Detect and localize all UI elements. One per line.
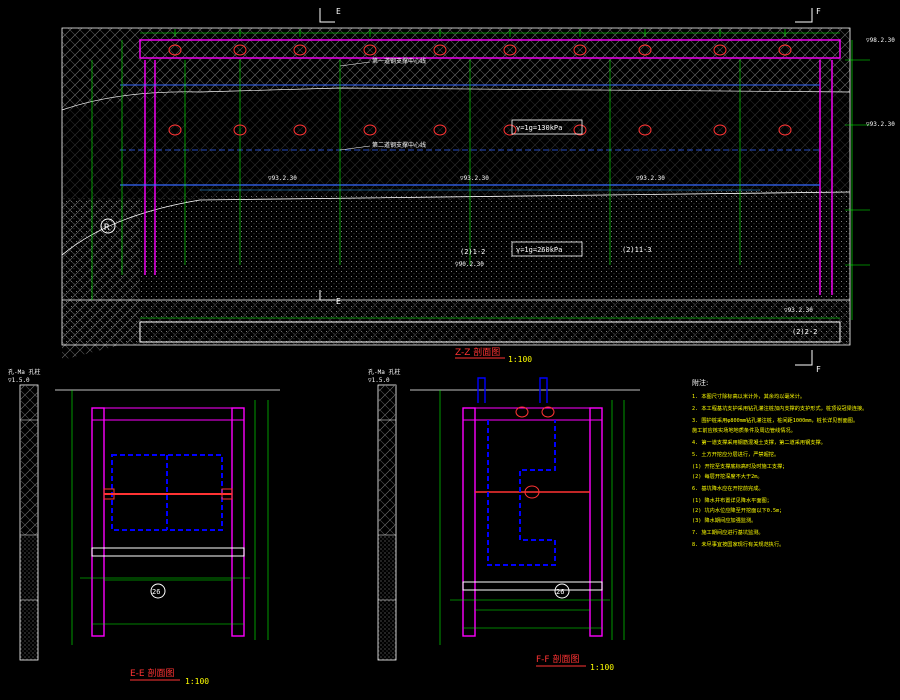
fill-soil-upper — [62, 28, 850, 110]
cut-label-e-bottom: E — [336, 297, 341, 306]
note-2: 2. 本工程基坑支护采用钻孔灌注桩加内支撑的支护形式，桩顶设冠梁连接。 — [692, 404, 867, 412]
note-12: (3) 降水期间应加强监测。 — [692, 516, 756, 524]
note-5: 4. 第一道支撑采用钢筋混凝土支撑，第二道采用钢支撑。 — [692, 438, 826, 446]
e-section-scale: 1:100 — [185, 677, 209, 686]
note-11: (2) 坑内水位应降至开挖面以下0.5m； — [692, 506, 784, 514]
cut-line-f — [795, 8, 813, 366]
main-section-title: Z-Z 剖面图 — [455, 346, 500, 358]
note-3: 3. 围护桩采用φ800mm钻孔灌注桩，桩间距1000mm，桩长详见剖面图。 — [692, 416, 858, 424]
section-e-e: 26 E-E 剖面图 1:100 — [55, 389, 280, 686]
bottom-slab — [139, 321, 841, 343]
notes-heading: 附注: — [692, 378, 708, 387]
e-section-title: E-E 剖面图 — [130, 667, 174, 679]
bore2-sub: ▽1.5.0 — [368, 377, 390, 384]
strut-note-1: 第一道钢支撑中心线 — [372, 57, 426, 65]
note-1: 1. 本图尺寸除标高以米计外，其余均以毫米计。 — [692, 392, 805, 400]
main-section-scale: 1:100 — [508, 355, 532, 364]
f-section-scale: 1:100 — [590, 663, 614, 672]
bore1-header: 孔-Ma 孔柱 — [8, 368, 40, 376]
elevation-2: ▽93.2.30 — [866, 121, 895, 128]
e-section-marker: 26 — [152, 588, 160, 596]
retaining-wall-main — [139, 39, 841, 59]
cut-label-e-top: E — [336, 7, 341, 16]
soil-tag-1: (2)1-2 — [460, 248, 485, 256]
soil-param-lower: γ=1g=260kPa — [516, 246, 562, 254]
soil-tag-2: (2)11-3 — [622, 246, 652, 254]
note-14: 8. 未尽事宜按国家现行有关规范执行。 — [692, 540, 784, 548]
bore2-header: 孔-Ma 孔柱 — [368, 368, 400, 376]
note-10: (1) 降水井布置详见降水平面图； — [692, 496, 772, 504]
elevation-1: ▽98.2.30 — [866, 37, 895, 44]
note-4: 施工前应核实场地地质条件及周边管线情况。 — [692, 426, 796, 434]
note-8: (2) 每层开挖深度不大于2m。 — [692, 472, 763, 480]
elevation-6: ▽90.2.30 — [455, 261, 484, 268]
soil-tag-3: (2)2-2 — [792, 328, 817, 336]
f-section-marker: 26 — [556, 588, 564, 596]
borehole-column-2: 孔-Ma 孔柱 ▽1.5.0 — [368, 368, 400, 661]
cut-label-f-top: F — [816, 7, 821, 16]
note-13: 7. 施工期间应进行基坑监测。 — [692, 528, 764, 536]
borehole-column-1: 孔-Ma 孔柱 ▽1.5.0 — [8, 368, 40, 661]
cut-line-e — [319, 8, 335, 301]
elevation-3: ▽93.2.30 — [268, 175, 297, 182]
strut-note-2: 第二道钢支撑中心线 — [372, 141, 426, 149]
strut-row-2 — [168, 124, 792, 136]
section-marker-r: R — [104, 223, 110, 233]
note-7: (1) 开挖至支撑底标高时及时施工支撑； — [692, 462, 788, 470]
soil-param-upper: γ=1g=130kPa — [516, 124, 562, 132]
note-9: 6. 基坑降水应在开挖前完成。 — [692, 484, 764, 492]
section-f-f: 26 F-F 剖面图 1:100 — [410, 377, 640, 672]
left-slope — [62, 200, 140, 360]
main-section: E E F F R γ=1g=130kPa γ=1g=260kPa (2)1-2… — [61, 7, 895, 374]
elevation-4: ▽93.2.30 — [460, 175, 489, 182]
cut-label-f-bottom: F — [816, 365, 821, 374]
note-6: 5. 土方开挖应分层进行，严禁超挖。 — [692, 450, 779, 458]
bore1-sub: ▽1.5.0 — [8, 377, 30, 384]
notes-block: 附注: 1. 本图尺寸除标高以米计外，其余均以毫米计。 2. 本工程基坑支护采用… — [692, 378, 867, 548]
elevation-7: ▽93.2.30 — [784, 307, 813, 314]
strut-row-1 — [168, 44, 792, 56]
elevation-5: ▽93.2.30 — [636, 175, 665, 182]
soil-middle — [62, 88, 850, 200]
f-section-title: F-F 剖面图 — [536, 653, 579, 665]
